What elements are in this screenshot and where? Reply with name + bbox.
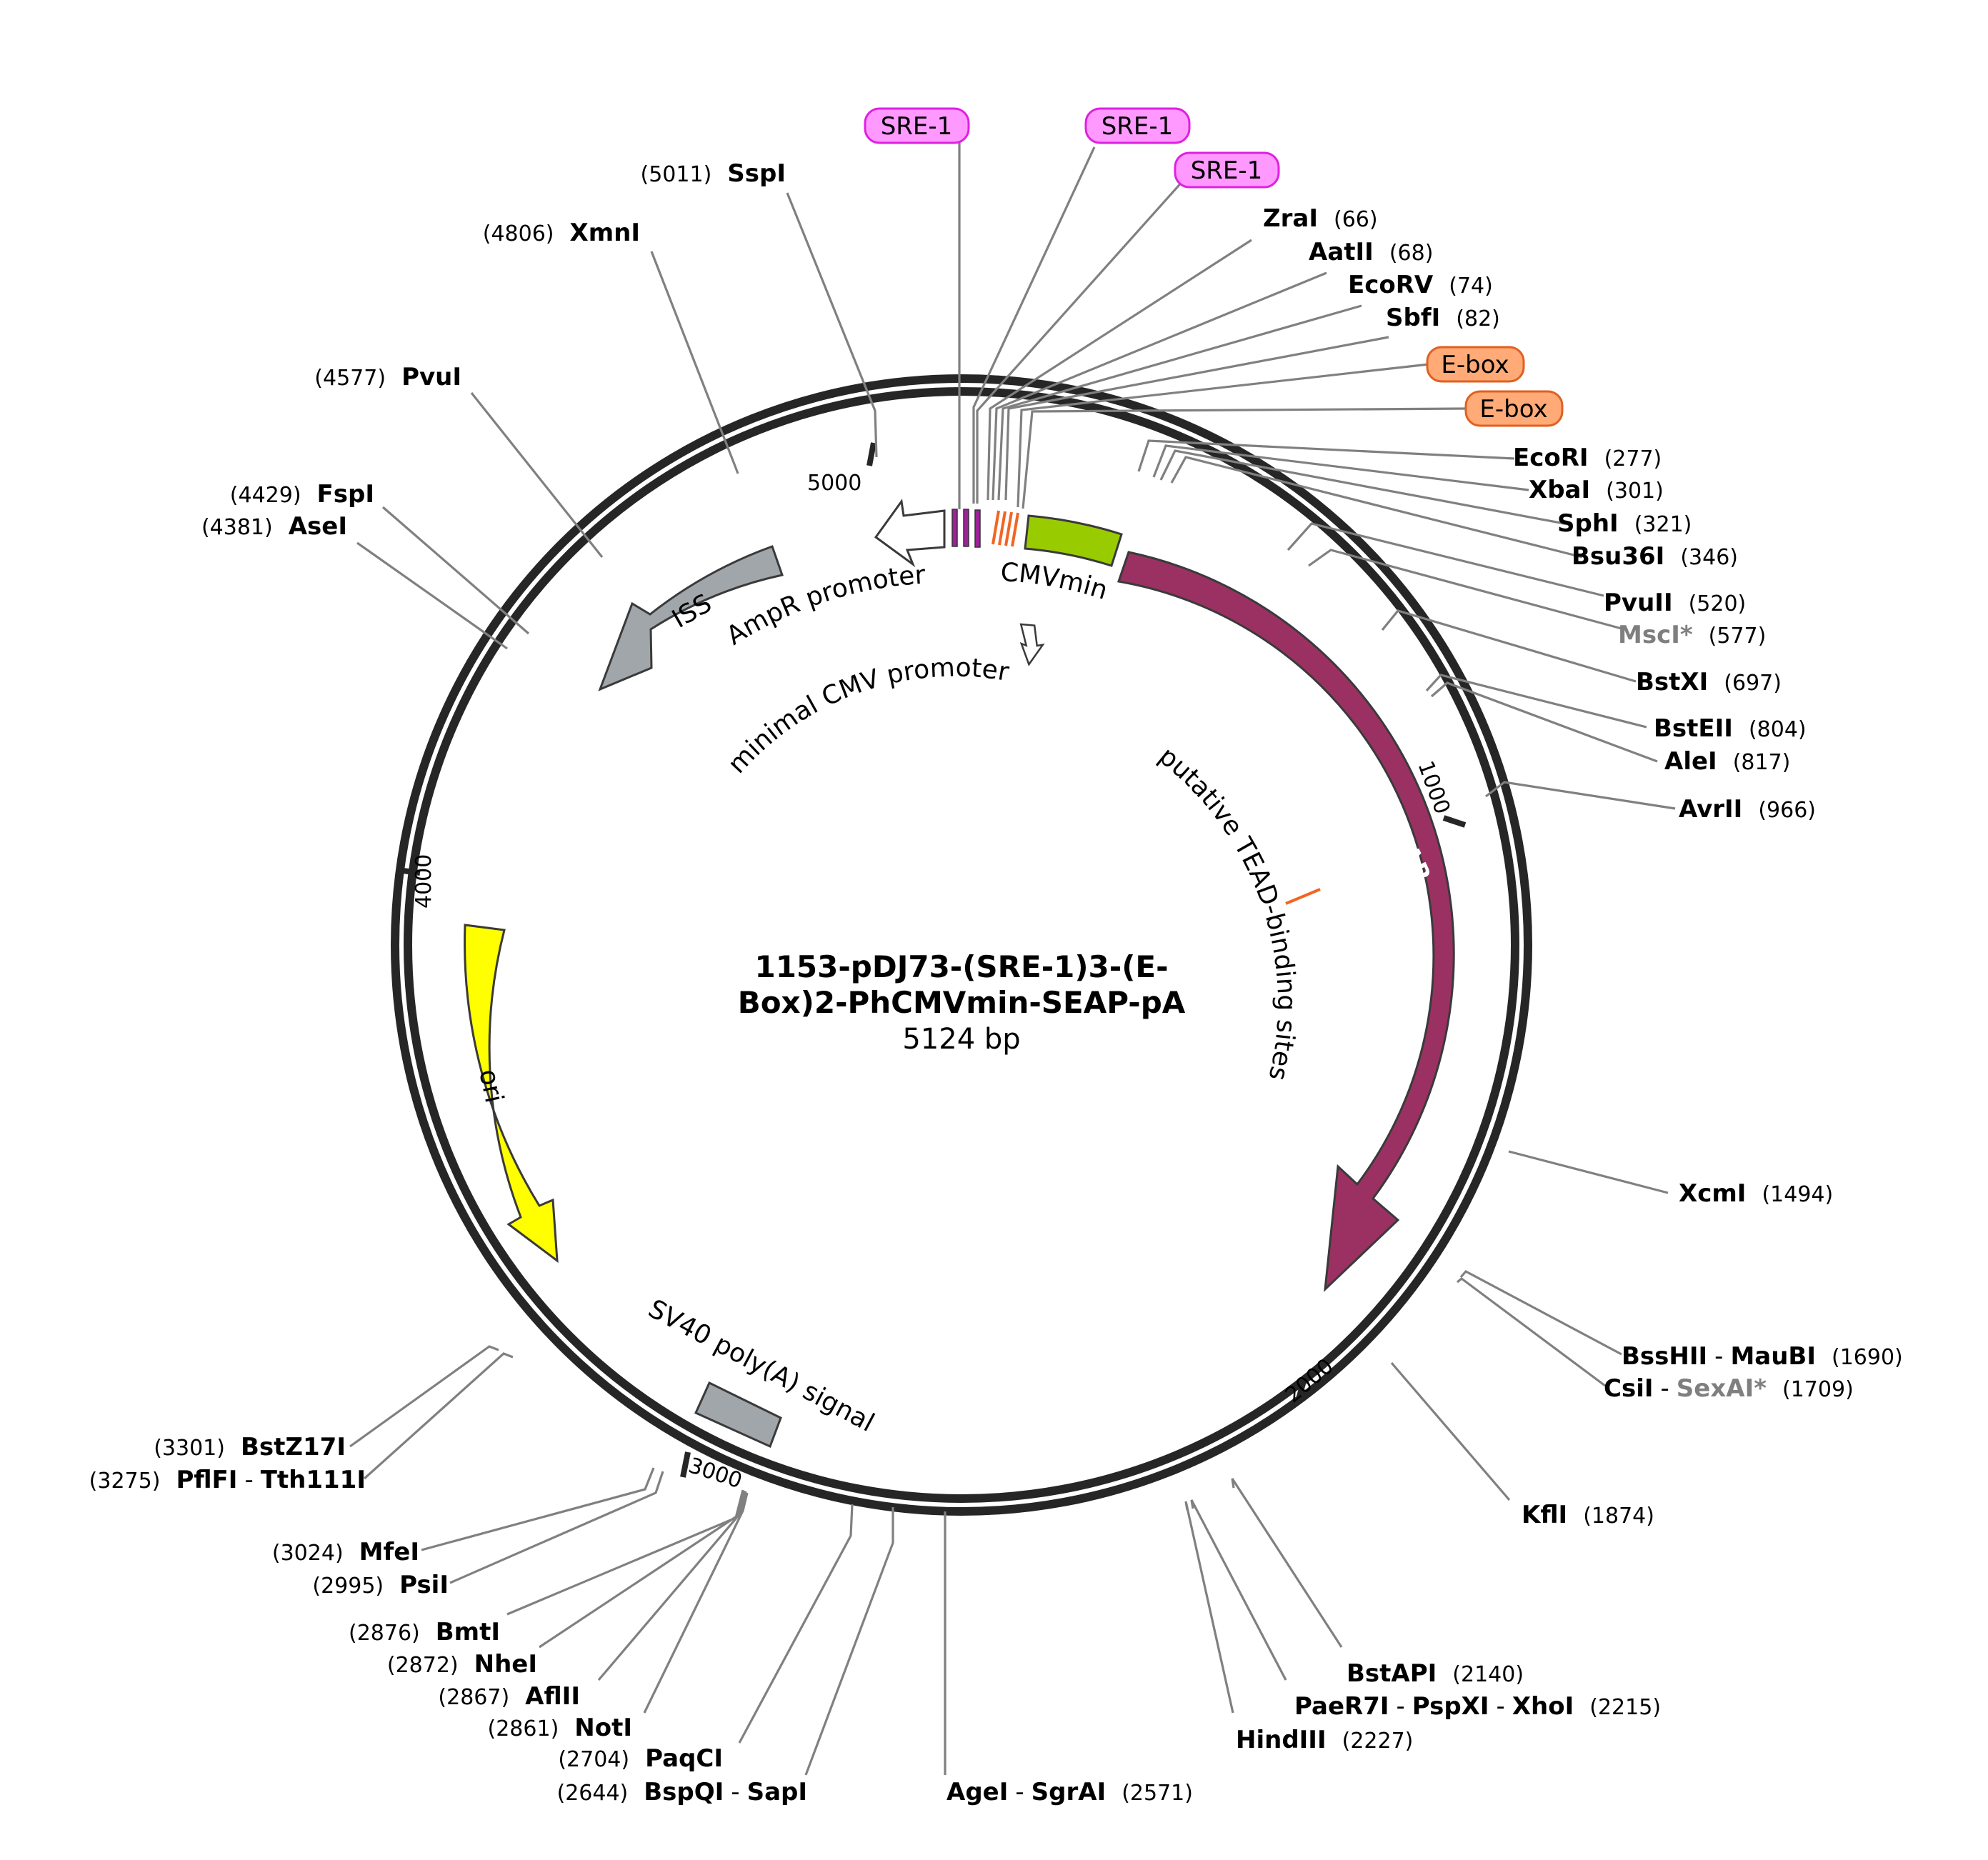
tick-mark (680, 1451, 691, 1478)
site-bsteii[interactable]: BstEII(804) (1654, 714, 1807, 743)
site-sspi[interactable]: (5011)SspI (641, 159, 786, 188)
site-pflfi-tth111i[interactable]: (3275)PflFI-Tth111I (89, 1466, 366, 1494)
site-alei[interactable]: AleI(817) (1664, 747, 1790, 776)
cmvmin-box (1024, 514, 1123, 567)
site-pvuii[interactable]: PvuII(520) (1604, 589, 1746, 617)
site-kfli[interactable]: KflI(1874) (1522, 1501, 1654, 1529)
site-sbfi[interactable]: SbfI(82) (1386, 304, 1500, 332)
tead-label: putative TEAD-binding sites (1153, 741, 1301, 1084)
site-bmti[interactable]: (2876)BmtI (349, 1618, 500, 1646)
sre-1-label-box[interactable]: SRE-1 (864, 107, 970, 144)
site-aatii[interactable]: AatII(68) (1309, 238, 1433, 266)
feature-ori[interactable]: ori (464, 924, 559, 1264)
site-csii-sexai[interactable]: CsiI-SexAI*(1709) (1604, 1374, 1854, 1403)
site-xbai[interactable]: XbaI(301) (1529, 476, 1664, 504)
sre-1-label-box[interactable]: SRE-1 (1084, 107, 1191, 144)
sv40-box (694, 1381, 782, 1449)
plasmid-name-line2: Box)2-PhCMVmin-SEAP-pA (738, 985, 1186, 1020)
tick-mark (1295, 1377, 1307, 1403)
sre-1-label-box[interactable]: SRE-1 (1174, 151, 1280, 189)
restriction-sites: (5011)SspI (4806)XmnI (4577)PvuI (4429)F… (89, 159, 1903, 1806)
tick-mark (396, 867, 421, 876)
tead-mark (1285, 888, 1321, 905)
leader-lines (349, 127, 1676, 1776)
site-ecorv[interactable]: EcoRV(74) (1348, 271, 1493, 299)
e-box-mark (998, 511, 1007, 546)
site-bsshii-maubi[interactable]: BssHII-MauBI(1690) (1622, 1342, 1903, 1371)
site-hindiii[interactable]: HindIII(2227) (1236, 1726, 1413, 1754)
site-nhei[interactable]: (2872)NheI (387, 1650, 537, 1679)
svg-text:E-box: E-box (1479, 395, 1547, 424)
feature-tead-sites[interactable]: putative TEAD-binding sites (1153, 741, 1321, 1084)
e-box-mark (991, 510, 1000, 545)
site-bspqi-sapi[interactable]: (2644)BspQI-SapI (556, 1778, 807, 1806)
site-bstapi[interactable]: BstAPI(2140) (1347, 1659, 1524, 1688)
ori-label: ori (473, 1066, 509, 1105)
e-box-sites[interactable] (991, 510, 1019, 547)
site-bstxi[interactable]: BstXI(697) (1636, 668, 1782, 696)
svg-text:SRE-1: SRE-1 (1191, 156, 1263, 185)
site-bstz17i[interactable]: (3301)BstZ17I (154, 1433, 346, 1461)
svg-text:E-box: E-box (1441, 351, 1509, 379)
tick-label: 5000 (807, 471, 861, 496)
site-mfei[interactable]: (3024)MfeI (272, 1538, 419, 1566)
e-box-mark (1004, 511, 1013, 546)
site-noti[interactable]: (2861)NotI (488, 1714, 632, 1742)
site-xcmi[interactable]: XcmI(1494) (1679, 1179, 1833, 1208)
backbone (391, 374, 1532, 1516)
site-psii[interactable]: (2995)PsiI (312, 1571, 449, 1599)
tick-mark (866, 442, 876, 466)
plasmid-size: 5124 bp (902, 1023, 1020, 1056)
site-paqci[interactable]: (2704)PaqCI (558, 1744, 723, 1773)
cmvmin-label: CMVmin (999, 558, 1111, 606)
sre-1-mark (951, 509, 958, 547)
sre-1-sites[interactable] (951, 509, 981, 548)
feature-minimal-cmv-promoter[interactable]: minimal CMV promoter (722, 623, 1045, 779)
site-fspi[interactable]: (4429)FspI (230, 480, 374, 509)
site-paer7i-pspxi-xhoi[interactable]: PaeR7I-PspXI-XhoI(2215) (1294, 1692, 1661, 1721)
e-box-mark (1011, 512, 1019, 547)
site-zrai[interactable]: ZraI(66) (1263, 204, 1378, 233)
tick-label: 4000 (411, 854, 436, 909)
seap-arrow (1117, 551, 1455, 1292)
svg-text:SRE-1: SRE-1 (881, 112, 953, 141)
site-sphi[interactable]: SphI(321) (1557, 509, 1692, 538)
site-asei[interactable]: (4381)AseI (201, 512, 347, 541)
sre-1-mark (974, 509, 981, 548)
ori-arrow (464, 924, 559, 1264)
site-msci[interactable]: MscI*(577) (1618, 621, 1766, 649)
site-xmni[interactable]: (4806)XmnI (483, 219, 640, 247)
plasmid-title: 1153-pDJ73-(SRE-1)3-(E- Box)2-PhCMVmin-S… (738, 949, 1186, 1056)
feature-cmvmin[interactable]: CMVmin (999, 514, 1123, 606)
svg-text:SRE-1: SRE-1 (1102, 112, 1174, 141)
sre-1-mark (963, 509, 969, 547)
minimal-cmv-label: minimal CMV promoter (722, 653, 1011, 779)
site-agei-sgrai[interactable]: AgeI-SgrAI(2571) (946, 1778, 1193, 1806)
iss-arrow (598, 545, 784, 691)
boxed-labels: SRE-1 SRE-1 SRE-1 E-box E-box (864, 107, 1564, 427)
site-ecori[interactable]: EcoRI(277) (1513, 444, 1662, 472)
plasmid-name-line1: 1153-pDJ73-(SRE-1)3-(E- (754, 949, 1168, 984)
e-box-label-box[interactable]: E-box (1464, 390, 1564, 427)
ampr-promoter-arrow (874, 499, 946, 568)
site-aflii[interactable]: (2867)AflII (438, 1682, 580, 1711)
site-pvui[interactable]: (4577)PvuI (314, 363, 461, 391)
site-bsu36i[interactable]: Bsu36I(346) (1572, 542, 1738, 571)
minimal-cmv-arrow (1019, 623, 1045, 666)
site-avrii[interactable]: AvrII(966) (1679, 795, 1816, 824)
e-box-label-box[interactable]: E-box (1426, 346, 1525, 383)
tick-mark (1442, 815, 1467, 828)
